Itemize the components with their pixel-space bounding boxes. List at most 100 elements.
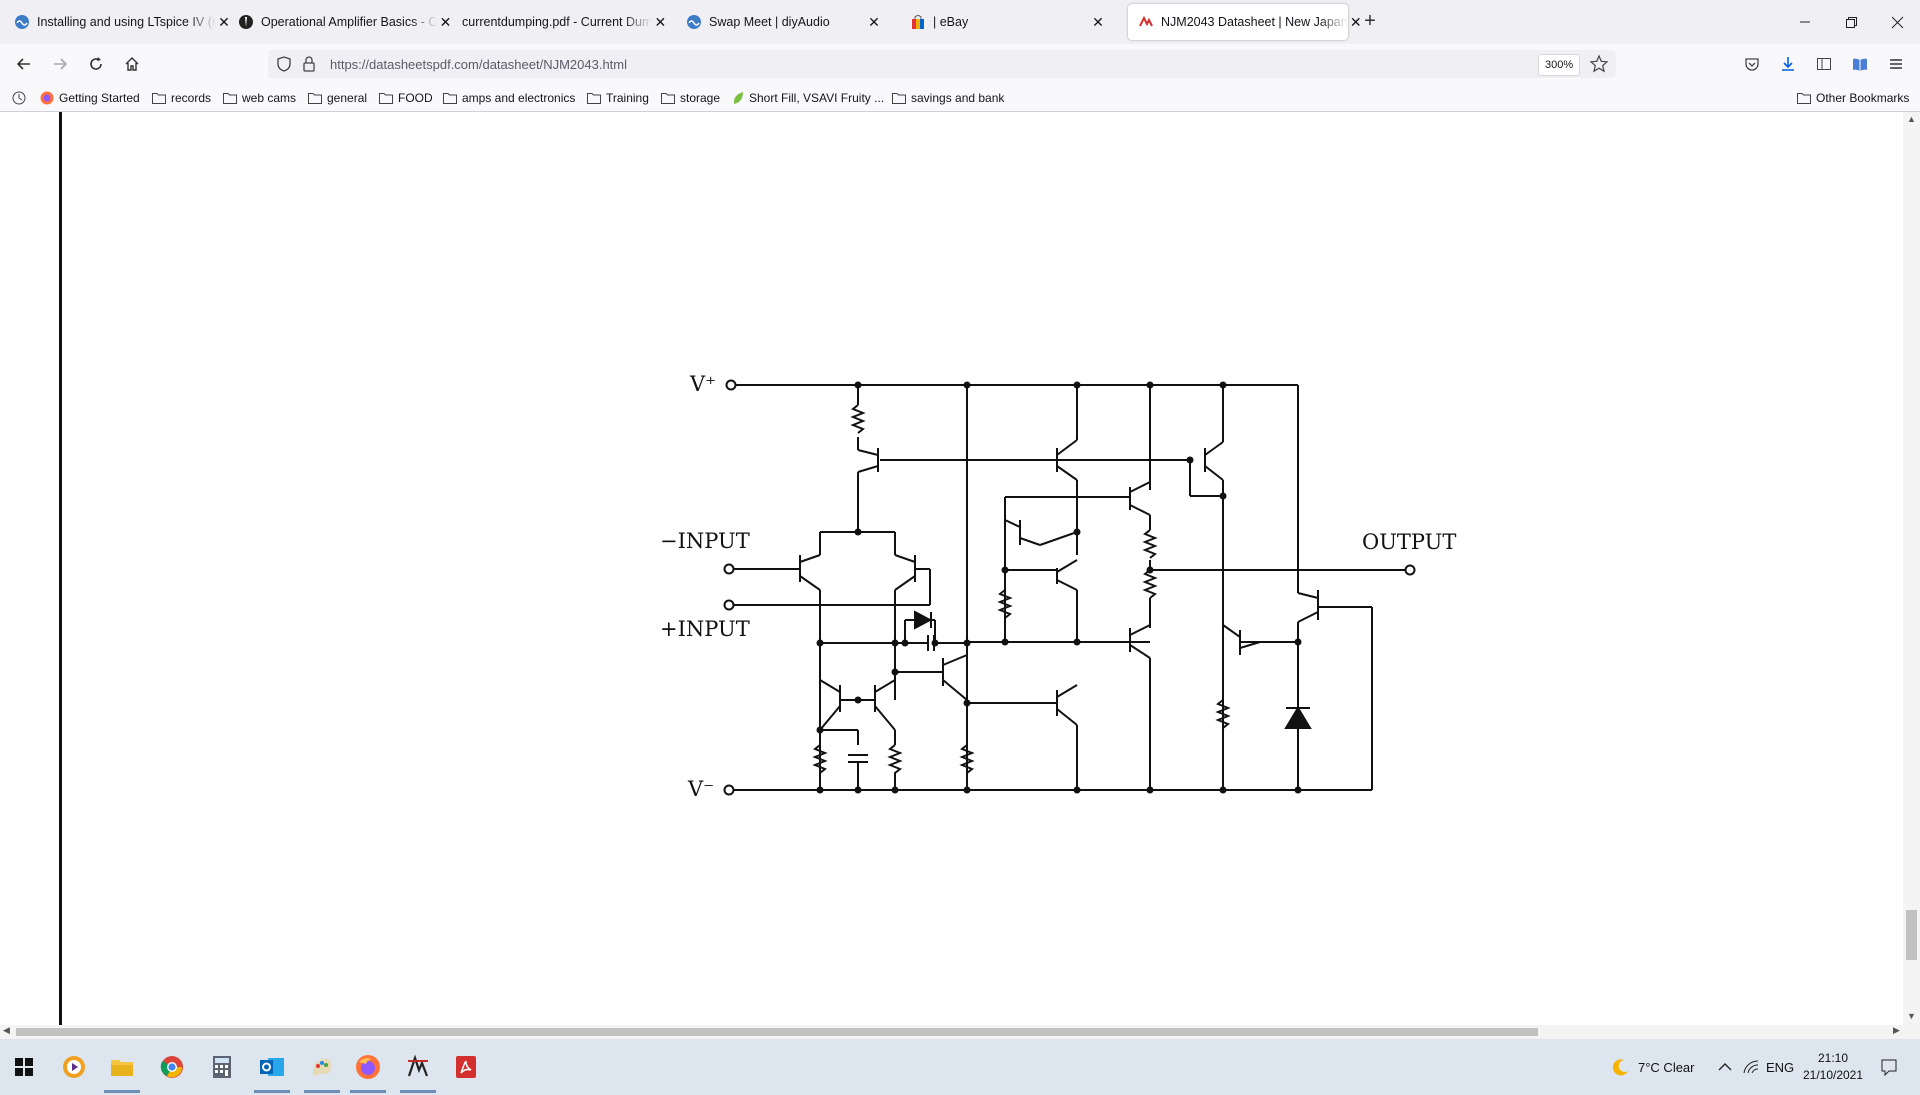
vertical-scrollbar[interactable]: ▲ ▼: [1903, 112, 1920, 1025]
bookmark-amps-and-electronics[interactable]: amps and electronics: [443, 89, 575, 107]
bookmark-storage[interactable]: storage: [661, 89, 720, 107]
firefox-taskbar-icon[interactable]: [344, 1039, 392, 1095]
folder-icon: [1797, 92, 1811, 104]
clock-date: 21/10/2021: [1802, 1068, 1864, 1082]
outlook-icon[interactable]: [248, 1039, 296, 1095]
show-hidden-icons-chevron-icon[interactable]: [1718, 1039, 1732, 1095]
bookmark-records[interactable]: records: [152, 89, 211, 107]
tab-title: currentdumping.pdf - Current Dum: [462, 15, 653, 29]
folder-icon: [892, 92, 906, 104]
tab-swap-meet[interactable]: Swap Meet | diyAudio ✕: [676, 4, 890, 40]
vplus-label: V⁺: [689, 372, 716, 396]
bookmark-label: records: [171, 91, 212, 105]
bookmark-star-icon[interactable]: [1589, 54, 1609, 76]
clock[interactable]: 21:10 21/10/2021: [1796, 1039, 1870, 1095]
folder-icon: [661, 92, 675, 104]
vminus-label: V⁻: [687, 777, 714, 801]
bookmark-label: Training: [606, 91, 649, 105]
downloads-icon[interactable]: [1776, 52, 1800, 76]
ltspice-icon[interactable]: [394, 1039, 442, 1095]
minimize-button[interactable]: [1782, 0, 1828, 44]
file-explorer-icon[interactable]: [98, 1039, 146, 1095]
folder-icon: [308, 92, 322, 104]
tab-title: | eBay: [933, 15, 969, 29]
notifications-icon[interactable]: [1880, 1039, 1898, 1095]
home-button[interactable]: [120, 52, 144, 76]
clock-time: 21:10: [1817, 1051, 1849, 1065]
other-bookmarks[interactable]: Other Bookmarks: [1797, 89, 1909, 107]
output-label: OUTPUT: [1362, 530, 1456, 554]
folder-icon: [152, 92, 166, 104]
tab-title: NJM2043 Datasheet | New Japan: [1161, 15, 1348, 29]
network-icon[interactable]: [1742, 1039, 1760, 1095]
weather-widget[interactable]: 7°C Clear: [1612, 1039, 1695, 1095]
forward-button[interactable]: [48, 52, 72, 76]
new-tab-button[interactable]: +: [1364, 10, 1376, 32]
tab-currentdumping[interactable]: currentdumping.pdf - Current Dum ✕: [452, 4, 666, 40]
sidebar-icon[interactable]: [1812, 52, 1836, 76]
shield-icon[interactable]: [276, 56, 292, 75]
calculator-icon[interactable]: [198, 1039, 246, 1095]
datasheet-icon: [1138, 14, 1154, 30]
taskbar: 7°C Clear ENG 21:10 21/10/2021: [0, 1039, 1920, 1095]
diyaudio-icon: [14, 14, 30, 30]
horizontal-scrollbar[interactable]: ◀ ▶: [0, 1025, 1920, 1039]
language-text: ENG: [1766, 1059, 1795, 1075]
close-icon[interactable]: ✕: [654, 14, 667, 30]
pocket-icon[interactable]: [1740, 52, 1764, 76]
bookmark-web-cams[interactable]: web cams: [223, 89, 296, 107]
menu-icon[interactable]: [1884, 52, 1908, 76]
history-icon[interactable]: [12, 89, 26, 107]
close-icon[interactable]: ✕: [868, 14, 880, 30]
moon-icon: [1612, 1058, 1630, 1076]
bookmark-label: amps and electronics: [462, 91, 576, 105]
firefox-icon: [40, 91, 54, 105]
diyaudio-icon: [686, 14, 702, 30]
zoom-level-button[interactable]: 300%: [1538, 54, 1581, 76]
folder-icon: [223, 92, 237, 104]
scroll-up-arrow-icon[interactable]: ▲: [1907, 114, 1916, 124]
close-window-button[interactable]: [1874, 0, 1920, 44]
close-icon[interactable]: ✕: [439, 14, 452, 30]
language-indicator[interactable]: ENG: [1766, 1039, 1794, 1095]
bookmark-label: general: [327, 91, 368, 105]
scroll-right-arrow-icon[interactable]: ▶: [1893, 1025, 1900, 1035]
close-icon[interactable]: ✕: [1092, 14, 1104, 30]
plus-input-label: +INPUT: [660, 617, 750, 641]
weather-text: 7°C Clear: [1638, 1059, 1695, 1075]
tab-ebay[interactable]: | eBay ✕: [900, 4, 1114, 40]
windows-start-icon[interactable]: [0, 1039, 48, 1095]
tab-ltspice[interactable]: Installing and using LTspice IV (r ✕: [4, 4, 230, 40]
bookmark-training[interactable]: Training: [587, 89, 649, 107]
address-bar[interactable]: https://datasheetspdf.com/datasheet/NJM2…: [268, 50, 1616, 78]
restore-button[interactable]: [1828, 0, 1874, 44]
tab-njm2043[interactable]: NJM2043 Datasheet | New Japan ✕: [1128, 4, 1362, 40]
vertical-scroll-thumb[interactable]: [1906, 910, 1917, 960]
url-text[interactable]: https://datasheetspdf.com/datasheet/NJM2…: [330, 57, 628, 72]
close-icon[interactable]: ✕: [218, 14, 230, 30]
bookmarks-toolbar: Getting Started records web cams general…: [0, 84, 1920, 112]
chrome-icon[interactable]: [148, 1039, 196, 1095]
bookmark-food[interactable]: FOOD: [379, 89, 433, 107]
tab-opamp-basics[interactable]: Operational Amplifier Basics - C ✕: [228, 4, 451, 40]
horizontal-scroll-thumb[interactable]: [16, 1028, 1538, 1036]
bookmark-label: web cams: [242, 91, 297, 105]
bookmark-label: savings and bank: [911, 91, 1005, 105]
scroll-down-arrow-icon[interactable]: ▼: [1907, 1011, 1916, 1021]
bookmark-savings-and-bank[interactable]: savings and bank: [892, 89, 1004, 107]
reader-view-icon[interactable]: [1848, 52, 1872, 76]
back-button[interactable]: [12, 52, 36, 76]
close-icon[interactable]: ✕: [1349, 14, 1362, 30]
bookmark-short-fill[interactable]: Short Fill, VSAVI Fruity ...: [732, 89, 884, 107]
media-player-icon[interactable]: [50, 1039, 98, 1095]
lock-icon[interactable]: [302, 56, 316, 75]
scroll-left-arrow-icon[interactable]: ◀: [3, 1025, 10, 1035]
acrobat-icon[interactable]: [442, 1039, 490, 1095]
reload-button[interactable]: [84, 52, 108, 76]
bookmark-label: Getting Started: [59, 91, 140, 105]
bookmark-general[interactable]: general: [308, 89, 367, 107]
bookmark-getting-started[interactable]: Getting Started: [40, 89, 140, 107]
paint-icon[interactable]: [298, 1039, 346, 1095]
tab-title: Swap Meet | diyAudio: [709, 15, 830, 29]
folder-icon: [587, 92, 601, 104]
